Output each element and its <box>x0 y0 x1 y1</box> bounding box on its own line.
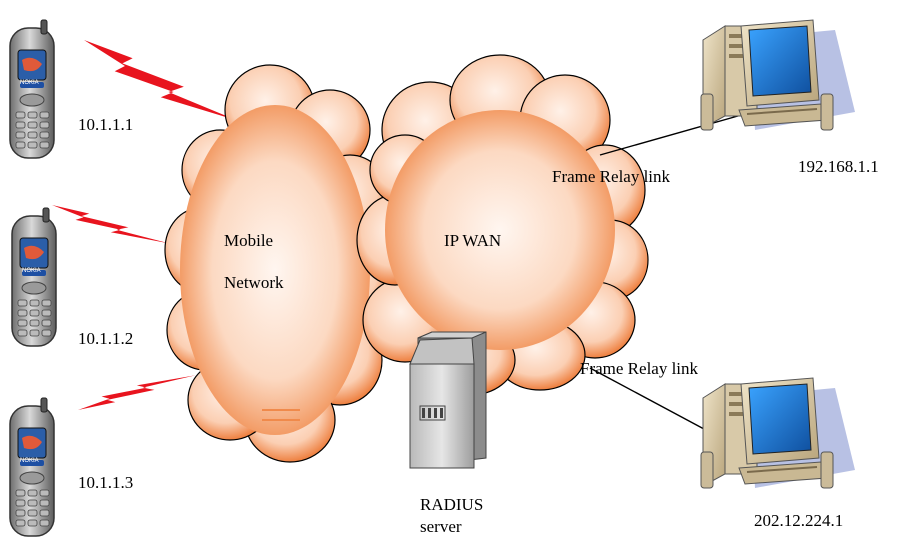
computer-icon <box>700 377 856 489</box>
frame-relay-label-top: Frame Relay link <box>552 167 671 186</box>
ip-wan-label: IP WAN <box>444 231 502 250</box>
frame-relay-label-bottom: Frame Relay link <box>580 359 699 378</box>
wireless-signal-icon <box>52 205 170 244</box>
host-ip-label: 192.168.1.1 <box>798 157 879 176</box>
frame-relay-link-top <box>599 111 753 156</box>
mobile-phone-icon <box>11 207 57 347</box>
mobile-network-label-line1: Mobile <box>224 231 274 250</box>
phone-brand-label: NOKIA <box>20 80 39 86</box>
mobile-phone-icon <box>9 397 55 537</box>
computer-icon <box>700 19 856 131</box>
phone-brand-label: NOKIA <box>20 458 39 464</box>
mobile-network-label-line2: Network <box>224 273 284 292</box>
ip-wan-cloud <box>356 54 649 396</box>
mobile-network-cloud <box>164 64 391 463</box>
radius-label-line2: server <box>420 517 462 536</box>
wireless-signal-icon <box>78 375 196 410</box>
phone-ip-label: 10.1.1.1 <box>78 115 134 134</box>
wireless-signal-icon <box>84 40 238 121</box>
phone-ip-label: 10.1.1.2 <box>78 329 134 348</box>
mobile-phone-icon <box>9 19 55 159</box>
phone-ip-label: 10.1.1.3 <box>78 473 134 492</box>
radius-label-line1: RADIUS <box>420 495 484 514</box>
phone-brand-label: NOKIA <box>22 268 41 274</box>
radius-server-icon <box>409 331 487 469</box>
host-ip-label: 202.12.224.1 <box>754 511 844 530</box>
